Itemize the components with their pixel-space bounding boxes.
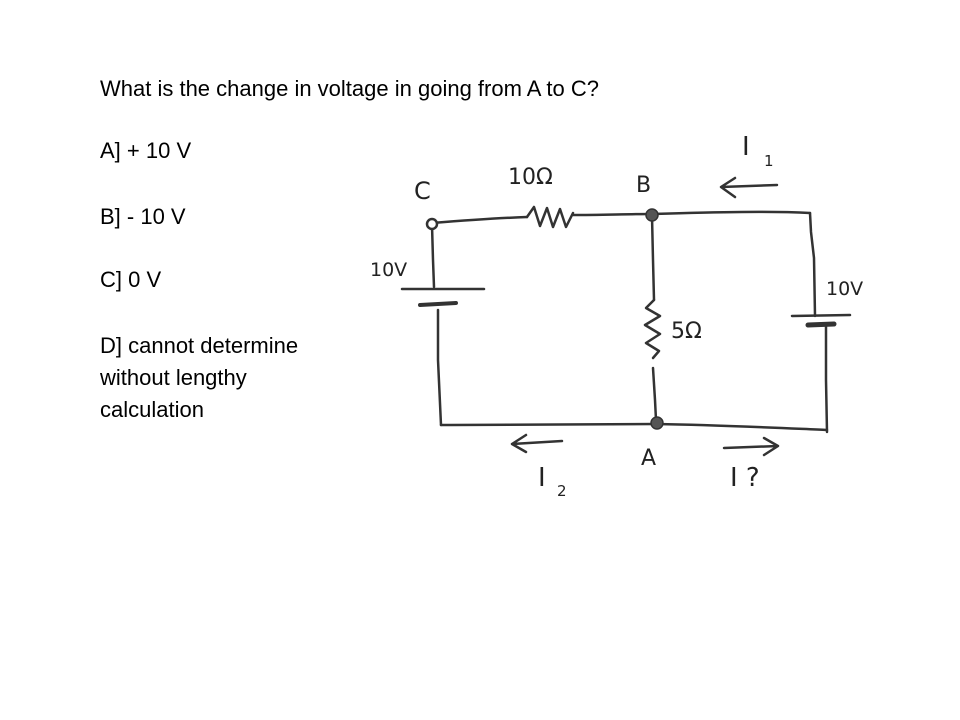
arrow-i1: [719, 176, 779, 199]
current-i2-subscript: 2: [557, 482, 567, 500]
battery-left-label: 10V: [370, 259, 407, 281]
question-text: What is the change in voltage in going f…: [100, 76, 599, 101]
current-i1-subscript: 1: [764, 152, 774, 170]
wire-c-to-resistor: [430, 215, 529, 225]
current-i1-label: I: [742, 132, 750, 162]
wire-resistor-to-b: [571, 212, 654, 217]
node-a-dot: [650, 416, 664, 430]
resistor-5-ohm: [643, 298, 662, 360]
option-a: A] + 10 V: [100, 138, 192, 163]
battery-left: [400, 287, 486, 307]
wire-bottom-right: [655, 422, 829, 432]
wire-right-lower: [824, 323, 829, 434]
wire-5ohm-to-a: [651, 366, 658, 422]
battery-right: [790, 313, 852, 328]
wire-bottom-left: [439, 422, 659, 427]
resistor-10-label: 10Ω: [508, 165, 553, 190]
node-c-dot: [425, 217, 439, 231]
wire-left-upper: [430, 223, 436, 289]
node-b-label: B: [636, 173, 651, 198]
resistor-10-ohm: [525, 205, 575, 229]
wire-right-upper: [808, 211, 817, 318]
resistor-5-label: 5Ω: [671, 319, 702, 344]
arrow-i2: [510, 433, 564, 454]
wire-left-lower: [436, 308, 443, 427]
option-d: D] cannot determine without lengthy calc…: [100, 333, 299, 422]
current-unknown-label: I ?: [730, 463, 760, 493]
current-i2-label: I: [538, 463, 546, 493]
node-a-label: A: [641, 446, 656, 471]
battery-right-label: 10V: [826, 278, 863, 300]
option-c: C] 0 V: [100, 267, 162, 292]
wire-b-to-right: [650, 210, 812, 216]
node-b-dot: [645, 208, 659, 222]
node-c-label: C: [414, 177, 431, 205]
option-b: B] - 10 V: [100, 204, 186, 229]
wire-b-to-5ohm: [650, 214, 656, 302]
arrow-i-unknown: [722, 436, 780, 457]
